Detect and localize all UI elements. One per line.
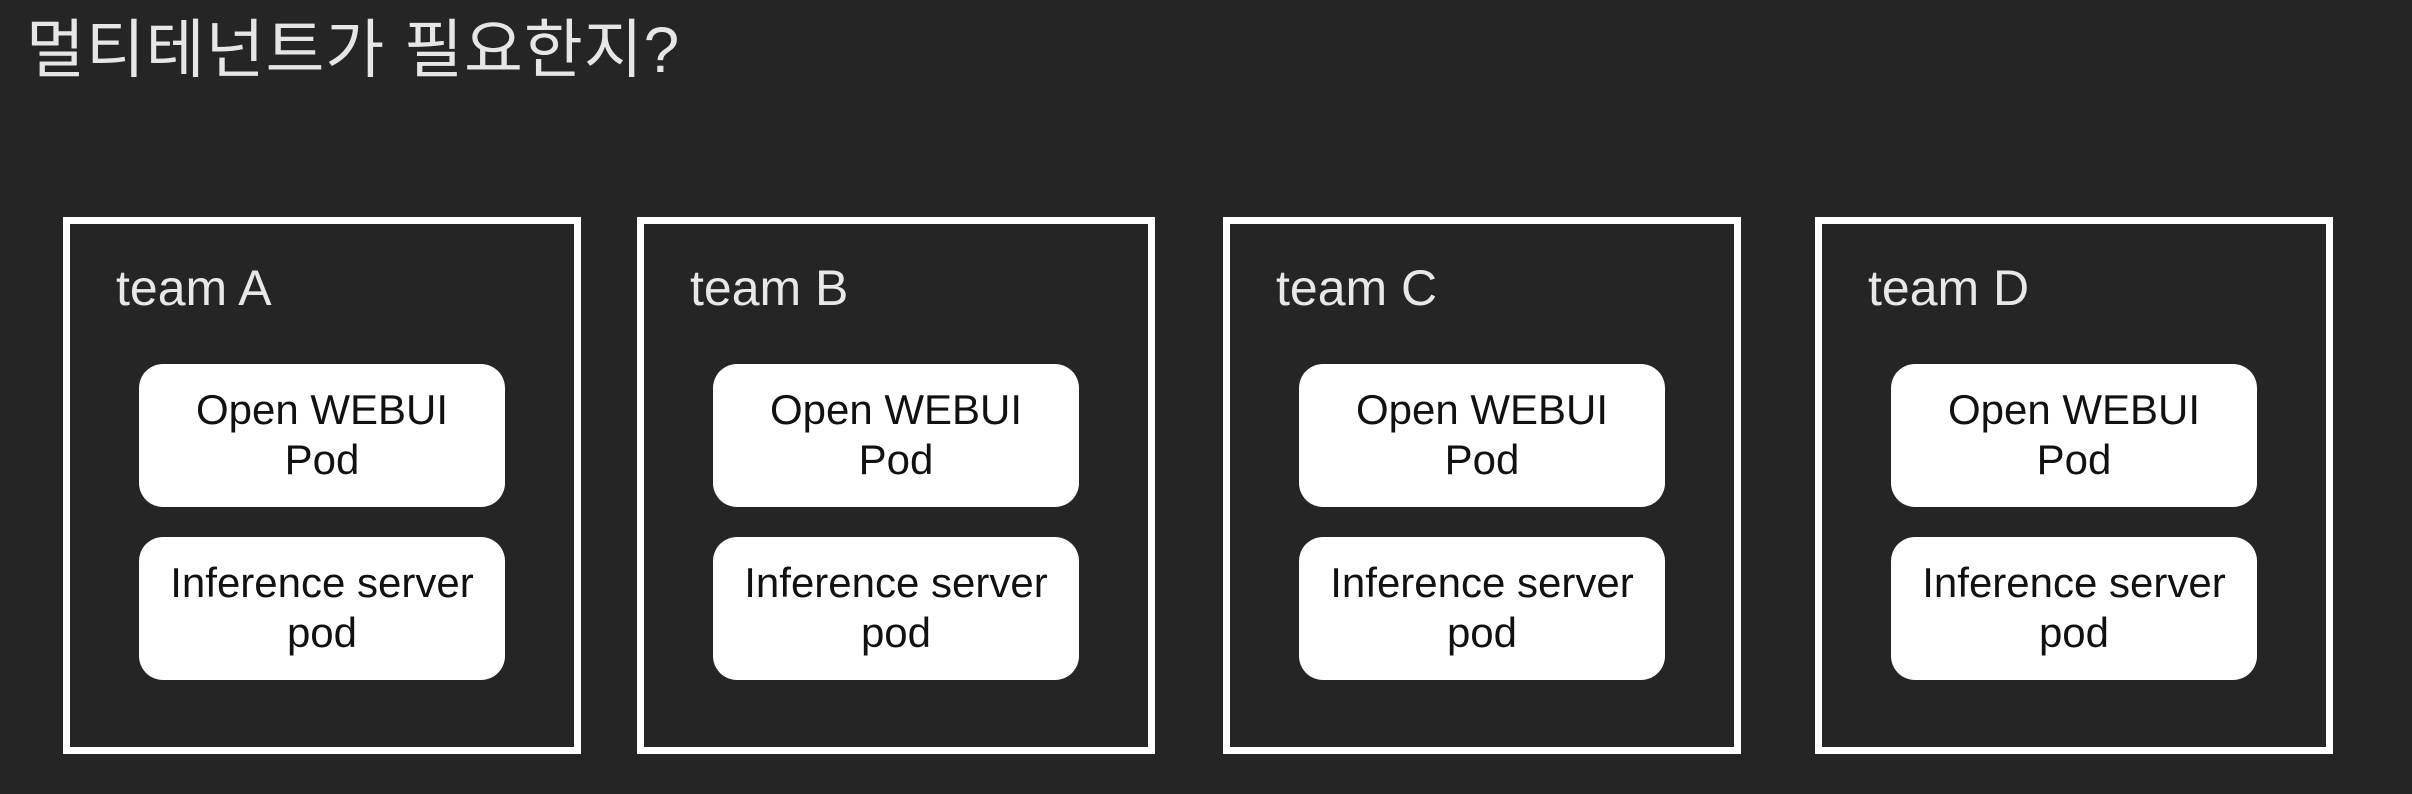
pod-label: Open WEBUI Pod [1355,386,1609,483]
pods-group: Open WEBUI Pod Inference server pod [644,363,1148,680]
team-box-c: team C Open WEBUI Pod Inference server p… [1223,217,1741,754]
pod-label: Inference server pod [1922,559,2226,656]
team-label: team A [116,260,272,316]
pod-inference-server: Inference server pod [139,536,505,680]
team-label: team D [1868,260,2030,316]
team-label: team C [1276,260,1438,316]
pod-inference-server: Inference server pod [713,536,1079,680]
pod-open-webui: Open WEBUI Pod [139,363,505,507]
team-box-d: team D Open WEBUI Pod Inference server p… [1815,217,2333,754]
pod-label: Inference server pod [744,559,1048,656]
pod-label: Open WEBUI Pod [1947,386,2201,483]
pod-label: Inference server pod [1330,559,1634,656]
pod-open-webui: Open WEBUI Pod [1299,363,1665,507]
team-box-b: team B Open WEBUI Pod Inference server p… [637,217,1155,754]
pod-inference-server: Inference server pod [1891,536,2257,680]
pods-group: Open WEBUI Pod Inference server pod [70,363,574,680]
team-box-a: team A Open WEBUI Pod Inference server p… [63,217,581,754]
pod-label: Open WEBUI Pod [769,386,1023,483]
pods-group: Open WEBUI Pod Inference server pod [1822,363,2326,680]
slide-title: 멀티테넌트가 필요한지? [26,14,681,86]
pod-open-webui: Open WEBUI Pod [713,363,1079,507]
pod-label: Inference server pod [170,559,474,656]
pod-inference-server: Inference server pod [1299,536,1665,680]
pod-label: Open WEBUI Pod [195,386,449,483]
pod-open-webui: Open WEBUI Pod [1891,363,2257,507]
team-label: team B [690,260,849,316]
pods-group: Open WEBUI Pod Inference server pod [1230,363,1734,680]
